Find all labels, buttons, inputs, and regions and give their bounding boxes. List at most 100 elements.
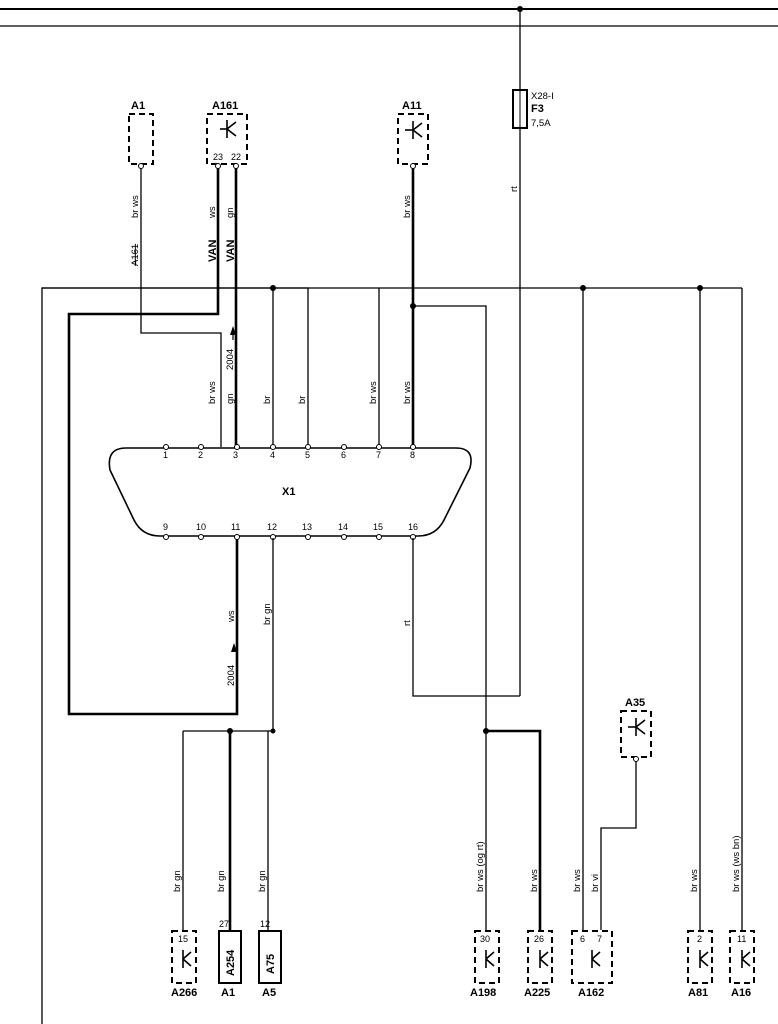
module-a81-label: A81 — [688, 987, 708, 999]
module-a162-pin-7: 7 — [597, 934, 602, 944]
pin-11: 11 — [231, 522, 240, 532]
junction-pin4 — [270, 285, 276, 291]
fuse-rating: 7,5A — [531, 118, 551, 129]
module-a225: 26 A225 — [524, 930, 553, 999]
pin-13: 13 — [302, 522, 312, 532]
module-a5-inner: A75 — [265, 954, 277, 974]
pin-4: 4 — [270, 450, 275, 460]
pin-terminal — [163, 534, 169, 540]
pin-terminal — [215, 163, 221, 169]
pin-terminal — [163, 444, 169, 450]
pin-10: 10 — [196, 522, 206, 532]
module-a225-label: A225 — [524, 987, 550, 999]
pin-terminal — [198, 534, 204, 540]
pin-5: 5 — [305, 450, 310, 460]
pin-7: 7 — [376, 450, 381, 460]
wire-label-pin5: br — [297, 396, 308, 404]
wire-label-a161-gn: gn — [225, 207, 236, 218]
module-a1-bottom-label: A1 — [221, 987, 235, 999]
transistor-icon — [220, 120, 237, 138]
module-a162-label: A162 — [578, 987, 604, 999]
pin-terminal — [376, 444, 382, 450]
wire-label-pin8: br ws — [402, 381, 413, 404]
module-a161-label: A161 — [212, 100, 238, 112]
module-a161-pin-22: 22 — [231, 152, 241, 162]
module-a35-label: A35 — [625, 697, 645, 709]
module-a5-pin: 12 — [260, 919, 270, 929]
wire-label-a16: br ws (ws bn) — [731, 836, 742, 892]
year-label-down: 2004 — [226, 665, 237, 686]
connector-x1-label: X1 — [282, 486, 295, 498]
wire-a35-to-a162 — [600, 761, 637, 930]
module-a81-pin: 2 — [697, 934, 702, 944]
module-a81: 2 A81 — [687, 930, 713, 999]
pin-12: 12 — [267, 522, 277, 532]
wire-label-pin7: br ws — [368, 381, 379, 404]
module-a161-pin-23: 23 — [213, 152, 223, 162]
pin-terminal — [341, 444, 347, 450]
wire-label-a266: br gn — [172, 870, 183, 892]
wire-label-pin16: rt — [402, 620, 413, 626]
pin-1: 1 — [163, 450, 168, 460]
pin-terminal — [233, 163, 239, 169]
connector-top-pins: 1 2 3 4 5 6 7 8 — [163, 444, 416, 460]
wire-label-a161-ws: ws — [207, 206, 218, 219]
junction-a162 — [580, 285, 586, 291]
wire-label-van-2: VAN — [225, 240, 237, 262]
module-a1-top-label: A1 — [131, 100, 145, 112]
module-a161 — [206, 113, 248, 165]
module-a162-pin-6: 6 — [580, 934, 585, 944]
wire-label-a1: br ws — [130, 195, 141, 218]
wire-label-a162-left: br ws — [572, 869, 583, 892]
wire-label-a5: br gn — [257, 870, 268, 892]
wire-label-a1-strike: A161 — [130, 244, 141, 266]
wire-label-a11: br ws — [402, 195, 413, 218]
pin-terminal — [270, 444, 276, 450]
wire-label-a81: br ws — [689, 869, 700, 892]
junction-a81 — [697, 285, 703, 291]
wire-label-fuse: rt — [509, 186, 520, 192]
pin-2: 2 — [198, 450, 203, 460]
module-a11-label: A11 — [402, 100, 422, 112]
module-a16-pin: 11 — [737, 934, 746, 944]
pin-terminal — [410, 163, 416, 169]
module-a5-label: A5 — [262, 987, 276, 999]
wire-a161-23-loop — [67, 168, 239, 716]
module-a1-bottom-inner: A254 — [225, 949, 237, 976]
transistor-icon — [405, 121, 423, 139]
pin-8: 8 — [410, 450, 415, 460]
pin-terminal — [633, 756, 639, 762]
module-a1-bottom: 27 A254 A1 — [218, 919, 242, 999]
wire-label-pin3-brws: br ws — [207, 381, 218, 404]
pin-terminal — [341, 534, 347, 540]
module-a198-label: A198 — [470, 987, 496, 999]
pin-terminal — [234, 534, 240, 540]
wire-label-a225: br ws — [529, 869, 540, 892]
pin-6: 6 — [341, 450, 346, 460]
pin-terminal — [138, 163, 144, 169]
wire-label-pin4: br — [262, 396, 273, 404]
wire-label-a198: br ws (og rt) — [475, 841, 486, 892]
module-a266-label: A266 — [171, 987, 197, 999]
module-a16-label: A16 — [731, 987, 751, 999]
transistor-icon — [628, 718, 646, 736]
module-a1-bottom-pin: 27 — [219, 919, 229, 929]
wire-to-a225 — [486, 729, 542, 930]
module-a16: 11 A16 — [729, 930, 755, 999]
pin-terminal — [234, 444, 240, 450]
fuse-ref: X28-I — [531, 91, 554, 102]
pin-terminal — [198, 444, 204, 450]
wire-pin8-to-a198 — [413, 305, 487, 930]
year-label-up: 2004 — [225, 349, 236, 370]
arrow-up-icon — [230, 326, 236, 335]
pin-terminal — [376, 534, 382, 540]
connector-bottom-pins: 9 10 11 12 13 14 15 16 — [163, 522, 418, 540]
connector-x1 — [108, 447, 472, 537]
pin-14: 14 — [338, 522, 348, 532]
pin-terminal — [410, 444, 416, 450]
wire-a1-to-pin3 — [140, 168, 222, 447]
module-a198: 30 A198 — [470, 930, 500, 999]
pin-terminal — [305, 534, 311, 540]
fuse-name: F3 — [531, 103, 544, 115]
pin-3: 3 — [233, 450, 238, 460]
